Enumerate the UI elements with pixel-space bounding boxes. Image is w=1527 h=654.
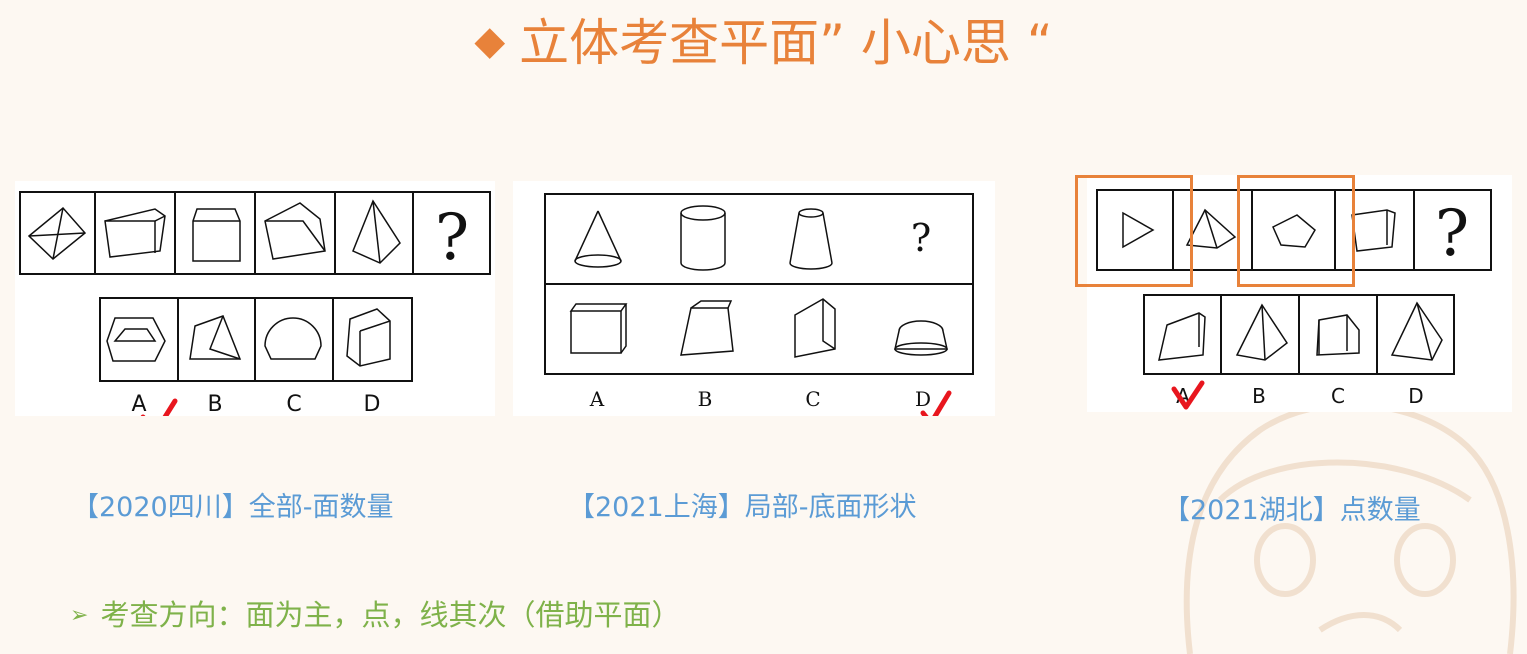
check-mark-icon	[140, 398, 178, 416]
question-mark: ?	[1435, 197, 1469, 271]
title-text: 立体考查平面” 小心思 “	[519, 14, 1053, 72]
highlight-box-2	[1237, 175, 1355, 287]
caption-sichuan: 【2020四川】全部-面数量	[72, 492, 394, 523]
option-b-label: B	[698, 387, 713, 411]
option-b-label: B	[207, 392, 222, 416]
puzzle-figure-hubei: ? A B C D	[1087, 175, 1512, 412]
caption-hubei: 【2021湖北】点数量	[1163, 495, 1421, 526]
option-d-label: D	[915, 387, 931, 411]
option-a-label: A	[589, 387, 605, 411]
puzzle-figure-shanghai: ? A B C D	[513, 181, 995, 416]
option-c-label: C	[805, 387, 820, 411]
shapes-figure: ? A B C D	[19, 191, 491, 416]
diamond-icon: ◆	[474, 18, 506, 64]
caption-shanghai: 【2021上海】局部-底面形状	[568, 492, 917, 523]
option-d-label: D	[1408, 384, 1423, 408]
option-c-label: C	[286, 392, 301, 416]
question-mark: ?	[911, 216, 931, 260]
shapes-figure: ? A B C D	[544, 193, 974, 416]
arrow-bullet-icon: ➢	[70, 603, 89, 628]
option-d-label: D	[364, 392, 381, 416]
bullet-point: ➢ 考查方向：面为主，点，线其次（借助平面）	[70, 596, 680, 635]
option-b-label: B	[1252, 384, 1266, 408]
bullet-text: 考查方向：面为主，点，线其次（借助平面）	[100, 598, 681, 632]
puzzle-figure-sichuan: ? A B C D	[15, 181, 495, 416]
highlight-box-1	[1075, 175, 1193, 287]
slide-title: ◆ 立体考查平面” 小心思 “	[0, 8, 1527, 76]
option-c-label: C	[1331, 384, 1345, 408]
shapes-figure: ? A B C D	[1096, 189, 1492, 410]
check-mark-icon	[1171, 380, 1205, 410]
question-mark: ?	[435, 201, 469, 275]
check-mark-icon	[920, 390, 952, 416]
option-a-label: A	[131, 392, 146, 416]
